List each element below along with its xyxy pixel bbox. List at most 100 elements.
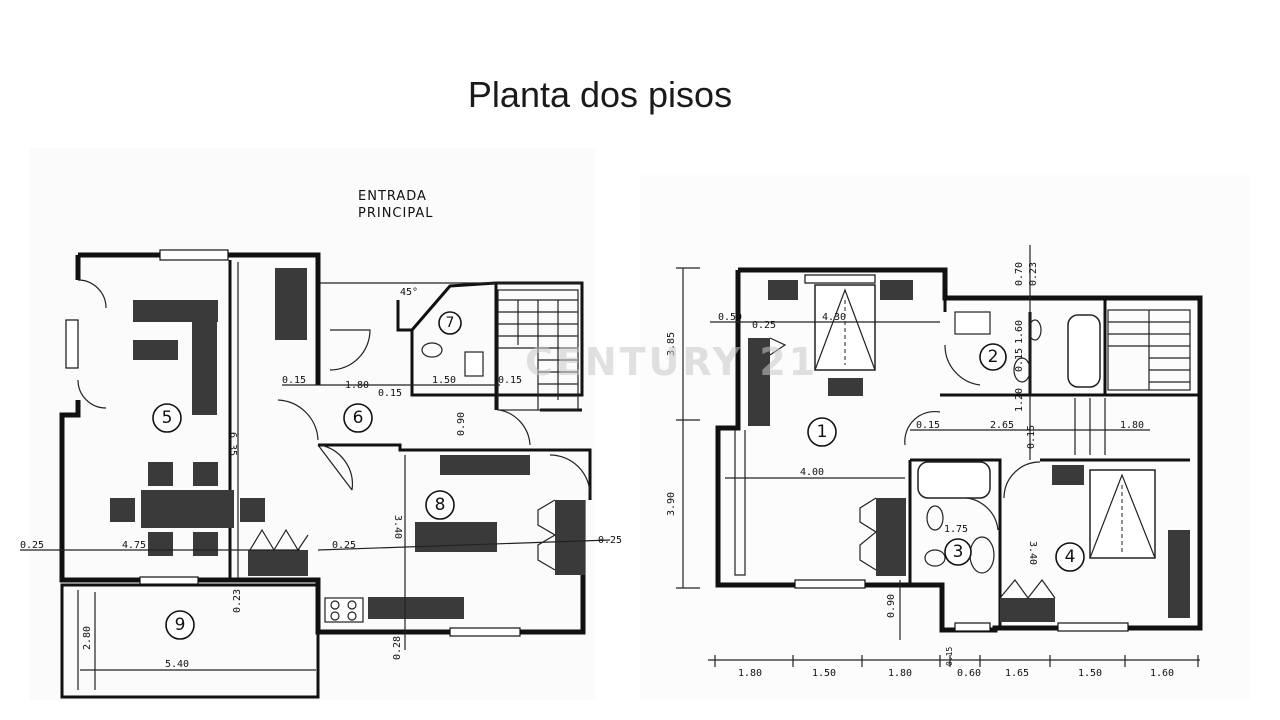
cabinet-living xyxy=(275,268,307,340)
upper-dim-4-30: 4.30 xyxy=(822,312,846,323)
ground-floor-scan xyxy=(30,148,595,700)
upper-window-room4 xyxy=(1057,622,1129,632)
chair-4 xyxy=(240,498,265,522)
entrance-label-1: ENTRADA xyxy=(358,189,427,204)
door-left-top xyxy=(77,279,107,309)
room-5-number: 5 xyxy=(162,408,173,428)
upper-inner-wall-1 xyxy=(940,298,1200,397)
upper-dim-0-23: 0.23 xyxy=(1028,262,1039,286)
kitchen-counter-top xyxy=(440,455,530,475)
bed-4-cover xyxy=(1089,473,1156,559)
toilet-ground xyxy=(421,342,443,358)
nightstand-1a xyxy=(768,280,798,300)
room-4-marker xyxy=(1055,542,1085,572)
room-2-marker xyxy=(979,343,1007,371)
upper-dim-1-80: 1.80 xyxy=(1120,420,1144,431)
room-7-number: 7 xyxy=(446,315,455,331)
dimline-upper-bottom-ticks xyxy=(714,655,1199,667)
stove xyxy=(324,597,364,623)
upper-window-top xyxy=(804,274,876,284)
fireplace-unit xyxy=(248,550,308,576)
room-3-number: 3 xyxy=(953,542,964,562)
nightstand-4 xyxy=(1052,465,1084,485)
fireplace-top xyxy=(249,528,309,552)
upper-dim-3-40: 3.40 xyxy=(1027,541,1038,565)
upper-bottom-dim-2: 1.50 xyxy=(812,668,836,679)
upper-bottom-dim-4: 0.15 xyxy=(945,647,954,666)
chair-6 xyxy=(193,532,218,556)
dim-5-40: 5.40 xyxy=(165,659,189,670)
burner-4 xyxy=(347,611,357,621)
dining-table xyxy=(141,490,234,528)
upper-bottom-dim-5: 0.60 xyxy=(957,668,981,679)
room-6-marker xyxy=(343,403,373,433)
dim-1-80: 1.80 xyxy=(345,380,369,391)
upper-dim-0-90: 0.90 xyxy=(886,594,897,618)
bed-1 xyxy=(814,284,876,371)
terrace-outline xyxy=(60,583,320,699)
bathtub-3 xyxy=(917,461,991,499)
bidet-2 xyxy=(1028,319,1042,341)
dimline-right xyxy=(317,539,611,551)
stairs-upper xyxy=(1074,309,1191,455)
upper-dim-0-50: 0.50 xyxy=(718,312,742,323)
upper-bottom-dim-6: 1.65 xyxy=(1005,668,1029,679)
upper-dim-0-70: 0.70 xyxy=(1014,262,1025,286)
wardrobe-1 xyxy=(748,338,770,426)
kitchen-island xyxy=(415,522,497,552)
sink-2 xyxy=(954,311,991,335)
door-left-bottom xyxy=(77,379,107,409)
upper-bottom-dim-7: 1.50 xyxy=(1078,668,1102,679)
door-stair xyxy=(499,409,531,446)
stairs-ground xyxy=(497,289,579,411)
door-kitchen-right xyxy=(549,454,591,496)
room-9-marker xyxy=(165,610,195,640)
upper-dim-0-15c: 0.15 xyxy=(1026,425,1037,449)
dim-1-50: 1.50 xyxy=(432,375,456,386)
dim-4-75: 4.75 xyxy=(122,540,146,551)
kitchen-right-shelves xyxy=(537,499,557,571)
upper-floor-scan xyxy=(640,175,1250,700)
door-entry xyxy=(329,329,371,371)
upper-bottom-dim-3: 1.80 xyxy=(888,668,912,679)
door-hall-left xyxy=(277,399,319,441)
dim-0-23: 0.23 xyxy=(232,589,243,613)
burner-2 xyxy=(347,600,357,610)
upper-dim-0-25: 0.25 xyxy=(752,320,776,331)
desk-4-top xyxy=(999,578,1056,600)
wardrobe-1b-doors xyxy=(859,497,878,571)
watermark: CENTURY 21 xyxy=(525,340,818,384)
chair-3 xyxy=(110,498,135,522)
upper-door-room1 xyxy=(904,410,941,446)
upper-door-room4 xyxy=(1003,461,1041,499)
upper-door-bath2 xyxy=(944,344,981,386)
upper-inner-wall-2 xyxy=(910,458,1190,630)
upper-dim-4-00: 4.00 xyxy=(800,467,824,478)
bench-1 xyxy=(828,378,863,396)
dim-2-80: 2.80 xyxy=(82,626,93,650)
desk-4 xyxy=(1000,598,1055,622)
kitchen-cabinet-right xyxy=(555,500,585,575)
coffee-table xyxy=(133,340,178,360)
wardrobe-4 xyxy=(1168,530,1190,618)
room-8-number: 8 xyxy=(435,495,446,515)
dim-0-15a: 0.15 xyxy=(282,375,306,386)
window-kitchen xyxy=(449,627,521,637)
slide-title: Planta dos pisos xyxy=(467,74,733,115)
chair-2 xyxy=(193,462,218,486)
upper-floor-plan: 3.85 3.90 0.50 0.25 4.30 4.00 0.15 2.65 … xyxy=(666,245,1203,679)
dim-0-25a: 0.25 xyxy=(20,540,44,551)
sofa-side xyxy=(192,300,217,415)
upper-dim-3-85: 3.85 xyxy=(666,332,677,356)
nightstand-1b xyxy=(880,280,913,300)
room-8-marker xyxy=(425,490,455,520)
dim-0-25c: 0.25 xyxy=(598,535,622,546)
dim-0-90: 0.90 xyxy=(456,412,467,436)
room-1-marker xyxy=(807,417,837,447)
upper-window-bath3 xyxy=(954,622,991,632)
wall-top-left xyxy=(78,252,321,278)
wall-kitchen-top xyxy=(318,443,592,500)
kitchen-counter-bottom xyxy=(368,597,464,619)
upper-dim-0-15b: 0.15 xyxy=(1014,348,1025,372)
